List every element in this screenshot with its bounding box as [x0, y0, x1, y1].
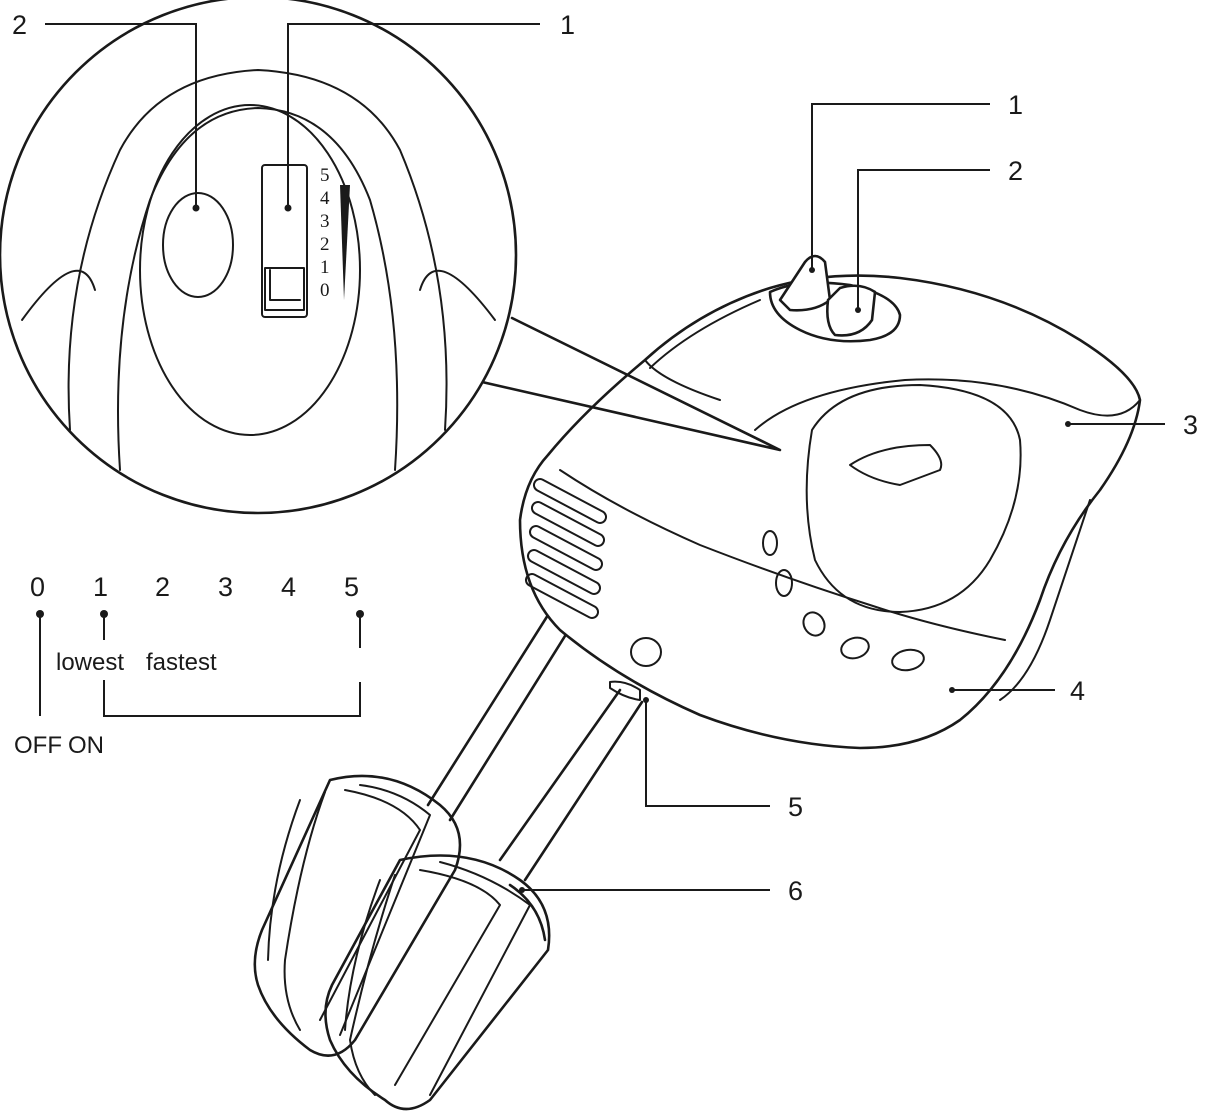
vent-slots — [524, 478, 608, 619]
speed-tick-2: 2 — [155, 572, 170, 602]
off-label: OFF — [14, 732, 62, 759]
speed-tick-5: 5 — [344, 572, 359, 602]
speed-tick-4: 4 — [281, 572, 296, 602]
dial-mark-0: 0 — [320, 280, 330, 301]
dial-mark-5: 5 — [320, 165, 330, 186]
on-label: ON — [68, 732, 104, 759]
callout-socket: 5 — [788, 792, 803, 822]
dial-marks: 5 4 3 2 1 0 — [320, 165, 330, 301]
speed-tick-1: 1 — [93, 572, 108, 602]
mixer-body — [518, 254, 1142, 750]
callout-mixer-eject: 2 — [1008, 156, 1023, 186]
fastest-label: fastest — [146, 649, 217, 676]
lowest-label: lowest — [56, 649, 124, 676]
callout-mixer-switch: 1 — [1008, 90, 1023, 120]
speed-tick-0: 0 — [30, 572, 45, 602]
callout-inset-switch: 1 — [560, 10, 575, 40]
callout-numbers: 2 1 1 2 3 4 5 6 — [12, 10, 1198, 906]
speed-scale: 0 1 2 3 4 5 lowest fastest OFF ON — [14, 572, 364, 759]
speed-tick-3: 3 — [218, 572, 233, 602]
dial-mark-3: 3 — [320, 211, 330, 232]
beaters — [253, 613, 644, 1111]
callout-body: 4 — [1070, 676, 1085, 706]
callout-housing: 3 — [1183, 410, 1198, 440]
leader-lines — [45, 23, 1165, 893]
dial-mark-2: 2 — [320, 234, 330, 255]
dial-mark-1: 1 — [320, 257, 330, 278]
callout-inset-eject: 2 — [12, 10, 27, 40]
switch-inset — [0, 0, 782, 515]
dial-mark-4: 4 — [320, 188, 330, 209]
callout-beaters: 6 — [788, 876, 803, 906]
